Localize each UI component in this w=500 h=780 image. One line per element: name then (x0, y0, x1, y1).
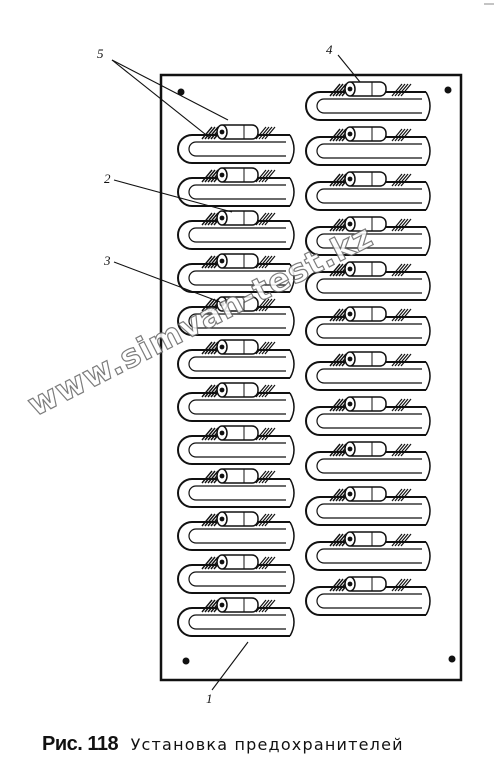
fuse-holder (305, 486, 431, 526)
fuse (216, 124, 259, 140)
fuse-holder (305, 396, 431, 436)
callout-1: 1 (206, 691, 213, 706)
fuse (216, 554, 259, 570)
fuse (344, 396, 387, 412)
fuse-holder (177, 253, 295, 293)
fuse (216, 296, 259, 312)
fuse-holder (177, 167, 295, 207)
fuse-holder (177, 597, 295, 637)
fuse (344, 261, 387, 277)
fuse (344, 126, 387, 142)
fuse-holder (305, 306, 431, 346)
fuse (344, 81, 387, 97)
fuse-holder (305, 531, 431, 571)
fuse-holder (177, 468, 295, 508)
fuse-holder (177, 382, 295, 422)
fuse-holder (305, 261, 431, 301)
fuse (216, 382, 259, 398)
figure-caption: Рис. 118 Установка предохранителей (42, 733, 482, 756)
fuse-holder (305, 351, 431, 391)
callout-2: 2 (104, 171, 111, 186)
callout-5: 5 (97, 46, 104, 61)
fuse-holder (305, 441, 431, 481)
fuse-holder-column-right (305, 81, 431, 616)
caption-label: Рис. 118 (42, 733, 119, 755)
fuse (216, 511, 259, 527)
fuse-holder (305, 81, 431, 121)
fuse-holder (305, 171, 431, 211)
fuse-holder (177, 296, 295, 336)
fuse-holder (177, 124, 295, 164)
fuse (216, 253, 259, 269)
callout-3: 3 (103, 253, 111, 268)
callout-4: 4 (326, 42, 333, 57)
fuse (344, 306, 387, 322)
mounting-hole (182, 657, 190, 665)
mounting-hole (448, 655, 456, 663)
leader-line-1 (211, 641, 249, 691)
fuse-holder (177, 425, 295, 465)
fuse (216, 597, 259, 613)
fuse (344, 441, 387, 457)
mounting-hole (177, 88, 185, 96)
fuse-holder (177, 339, 295, 379)
fuse (344, 351, 387, 367)
fuse (344, 531, 387, 547)
fuse (344, 216, 387, 232)
fuse-holder-column-left (177, 124, 295, 637)
leader-line-5a (111, 59, 229, 121)
fuse (344, 576, 387, 592)
leader-lines (111, 54, 361, 691)
fuse-holder (177, 554, 295, 594)
fuse (216, 210, 259, 226)
fuse (216, 425, 259, 441)
fuse (216, 339, 259, 355)
fuse (216, 468, 259, 484)
fuse (344, 486, 387, 502)
fuse-holder (177, 511, 295, 551)
fuse (216, 167, 259, 183)
caption-text: Установка предохранителей (130, 735, 404, 754)
fuse-holder (305, 216, 431, 256)
leader-line-2 (113, 179, 233, 213)
leader-line-3 (113, 261, 221, 303)
fuse-holder (177, 210, 295, 250)
fuse-holder (305, 576, 431, 616)
leader-line-5b (111, 59, 211, 139)
mounting-hole (444, 86, 452, 94)
fuse-holder (305, 126, 431, 166)
fuse (344, 171, 387, 187)
leader-line-4 (337, 54, 361, 83)
